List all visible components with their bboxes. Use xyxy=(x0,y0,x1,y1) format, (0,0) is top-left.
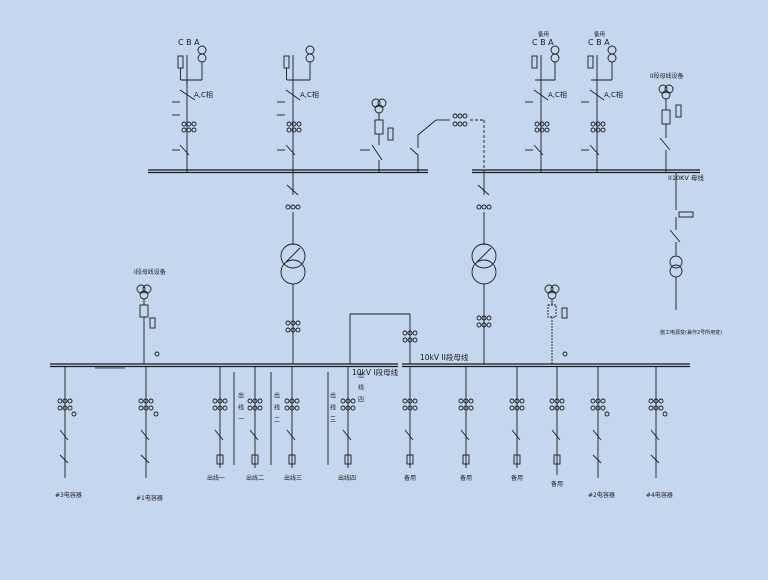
upper-bus-ii xyxy=(472,169,700,174)
top-feeder-spare-1 xyxy=(525,45,560,172)
label-bus-10kv-top: II10KV 母线 xyxy=(668,173,704,182)
pt-bus-i xyxy=(136,284,160,364)
label-outgoing-2: 出线二 xyxy=(246,474,264,482)
top-feeder-spare-2 xyxy=(581,45,617,172)
label-ac-phase-2: A,C相 xyxy=(300,90,319,99)
upper-pt-ii xyxy=(658,84,682,172)
label-capacitor-1: #1电容器 xyxy=(136,494,163,502)
lower-feeder-outgoing-3 xyxy=(284,366,329,468)
bus-10kv-ii xyxy=(402,363,690,368)
label-outgoing-vertical-3: 出线三 xyxy=(329,391,336,428)
label-outgoing-4: 出线四 xyxy=(338,474,356,482)
label-cba-1: C B A xyxy=(178,38,200,47)
upper-bus-coupler xyxy=(409,113,485,172)
label-outgoing-vertical-4: 出线四 xyxy=(357,371,364,408)
lower-feeder-spare-4 xyxy=(549,366,565,475)
top-feeder-2 xyxy=(277,45,315,172)
label-ac-phase-4: A,C相 xyxy=(604,90,623,99)
label-pt-ii-top: II段母线设备 xyxy=(650,72,684,80)
label-bus-10kv-ii: 10kV II段母线 xyxy=(420,352,469,362)
lower-feeder-outgoing-2 xyxy=(247,366,272,468)
lower-bus-coupler xyxy=(349,313,418,364)
lower-feeder-capacitor-2 xyxy=(590,366,610,478)
label-spare-top-2: 备用 xyxy=(594,30,605,38)
label-cba-3: C B A xyxy=(588,38,610,47)
label-capacitor-3: #3电容器 xyxy=(55,491,82,499)
label-spare-bottom-3: 备用 xyxy=(511,474,523,482)
label-spare-top-1: 备用 xyxy=(538,30,549,38)
label-spare-bottom-4: 备用 xyxy=(551,480,563,488)
bus-10kv-i xyxy=(50,363,398,369)
lower-feeder-spare-1 xyxy=(402,366,418,468)
label-outgoing-3: 出线三 xyxy=(284,474,302,482)
lower-feeder-spare-2 xyxy=(458,366,474,468)
label-spare-bottom-2: 备用 xyxy=(460,474,472,482)
lower-feeder-capacitor-3 xyxy=(57,366,77,478)
label-construction-power: 施工电源变(兼作2号所用变) xyxy=(660,329,722,336)
pt-bus-ii xyxy=(544,284,568,364)
label-spare-bottom-1: 备用 xyxy=(404,474,416,482)
lower-feeder-outgoing-4 xyxy=(340,366,356,468)
construction-transformer xyxy=(669,172,694,310)
upper-bus-i xyxy=(148,169,428,174)
label-ac-phase-1: A,C相 xyxy=(194,90,213,99)
label-outgoing-vertical-2: 出线二 xyxy=(273,391,280,428)
main-transformer-2 xyxy=(471,172,497,364)
label-cba-2: C B A xyxy=(532,38,554,47)
upper-pt-i xyxy=(360,98,394,172)
label-capacitor-2: #2电容器 xyxy=(588,491,615,499)
label-outgoing-1: 出线一 xyxy=(207,474,225,482)
top-feeder-1 xyxy=(172,45,207,172)
lower-feeder-spare-3 xyxy=(509,366,525,468)
label-outgoing-vertical-1: 出线一 xyxy=(237,391,244,428)
label-bus-10kv-i: 10kV I段母线 xyxy=(352,367,399,377)
lower-feeder-capacitor-1 xyxy=(138,366,159,478)
label-capacitor-4: #4电容器 xyxy=(646,491,673,499)
main-transformer-1 xyxy=(280,172,306,364)
label-pt-i: I段母线设备 xyxy=(134,268,166,276)
lower-feeder-outgoing-1 xyxy=(212,366,235,468)
lower-feeder-capacitor-4 xyxy=(648,366,668,478)
label-ac-phase-3: A,C相 xyxy=(548,90,567,99)
